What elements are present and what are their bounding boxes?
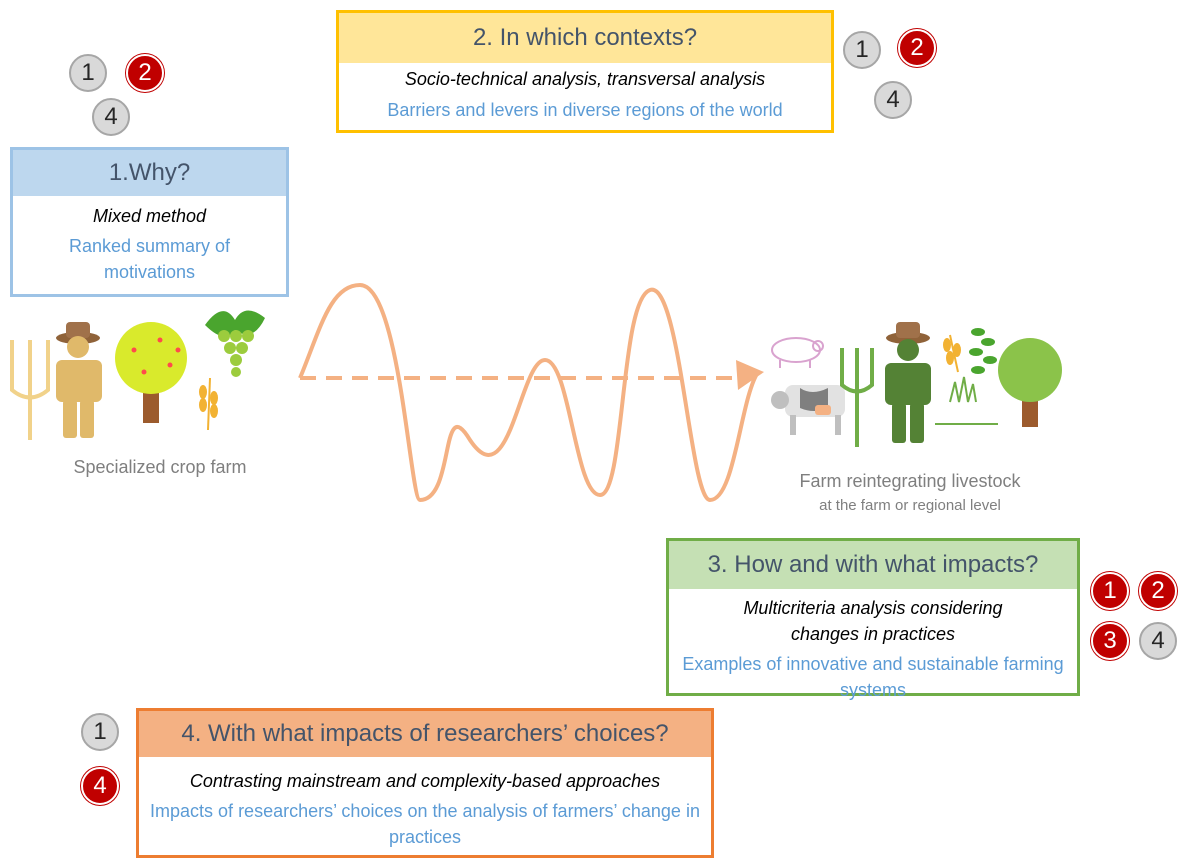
researchers-box-result: Impacts of researchers’ choices on the a… (150, 801, 700, 847)
how-box: 3. How and with what impacts? Multicrite… (666, 538, 1080, 700)
researchers-badge-4: 4 (81, 767, 119, 805)
researchers-box-title: 4. With what impacts of researchers’ cho… (139, 711, 711, 757)
why-badge-1: 1 (69, 54, 107, 92)
why-box-result: Ranked summary of motivations (68, 236, 231, 282)
contexts-box: 2. In which contexts? Socio-technical an… (336, 10, 834, 133)
reintegrating-farm-subcaption: at the farm or regional level (819, 497, 1001, 514)
contexts-badge-4: 4 (874, 81, 912, 119)
why-badge-4: 4 (92, 98, 130, 136)
how-badge-3: 3 (1091, 622, 1129, 660)
pitchfork-icon-reintegrating (840, 348, 874, 447)
farmer-icon-reintegrating (885, 322, 931, 443)
how-box-result: Examples of innovative and sustainable f… (682, 654, 1064, 700)
grapes-icon (205, 310, 265, 377)
transition-arrowhead (736, 360, 764, 390)
how-badge-2: 2 (1139, 572, 1177, 610)
how-box-title: 3. How and with what impacts? (669, 541, 1077, 589)
contexts-box-title: 2. In which contexts? (339, 13, 831, 63)
wheat-icon-reintegrating (943, 334, 961, 373)
why-box: 1.Why? Mixed method Ranked summary of mo… (10, 147, 289, 297)
wheat-icon (199, 377, 218, 431)
grass-icon (935, 376, 998, 425)
why-badge-2: 2 (126, 54, 164, 92)
contexts-badge-1: 1 (843, 31, 881, 69)
reintegrating-farm-caption: Farm reintegrating livestock (799, 471, 1021, 491)
pig-icon (771, 337, 824, 368)
farmer-icon (56, 322, 102, 438)
how-box-method: Multicriteria analysis considering chang… (743, 598, 1003, 644)
fruit-tree-icon (115, 322, 187, 423)
researchers-badge-1: 1 (81, 713, 119, 751)
transition-wave (298, 282, 760, 503)
contexts-box-result: Barriers and levers in diverse regions o… (387, 100, 783, 120)
pitchfork-icon (10, 340, 50, 440)
how-badge-4: 4 (1139, 622, 1177, 660)
contexts-badge-2: 2 (898, 29, 936, 67)
why-box-method: Mixed method (92, 206, 207, 226)
cow-icon (771, 385, 845, 435)
how-badge-1: 1 (1091, 572, 1129, 610)
legume-icon (969, 328, 997, 374)
specialized-farm-caption: Specialized crop farm (73, 457, 247, 477)
researchers-box: 4. With what impacts of researchers’ cho… (136, 708, 714, 858)
contexts-box-method: Socio-technical analysis, transversal an… (404, 69, 766, 89)
why-box-title: 1.Why? (13, 150, 286, 196)
researchers-box-method: Contrasting mainstream and complexity-ba… (189, 771, 661, 791)
tree-icon (998, 338, 1062, 427)
